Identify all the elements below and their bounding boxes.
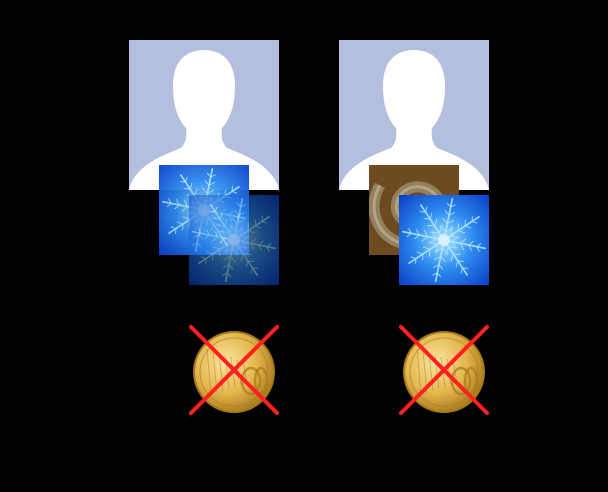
crossed-coin-icon (399, 325, 489, 415)
fractal-tile-icon (189, 195, 279, 285)
right-column (339, 0, 489, 492)
fractal-tile-icon (399, 195, 489, 285)
left-column (129, 0, 279, 492)
crossed-coin-icon (189, 325, 279, 415)
